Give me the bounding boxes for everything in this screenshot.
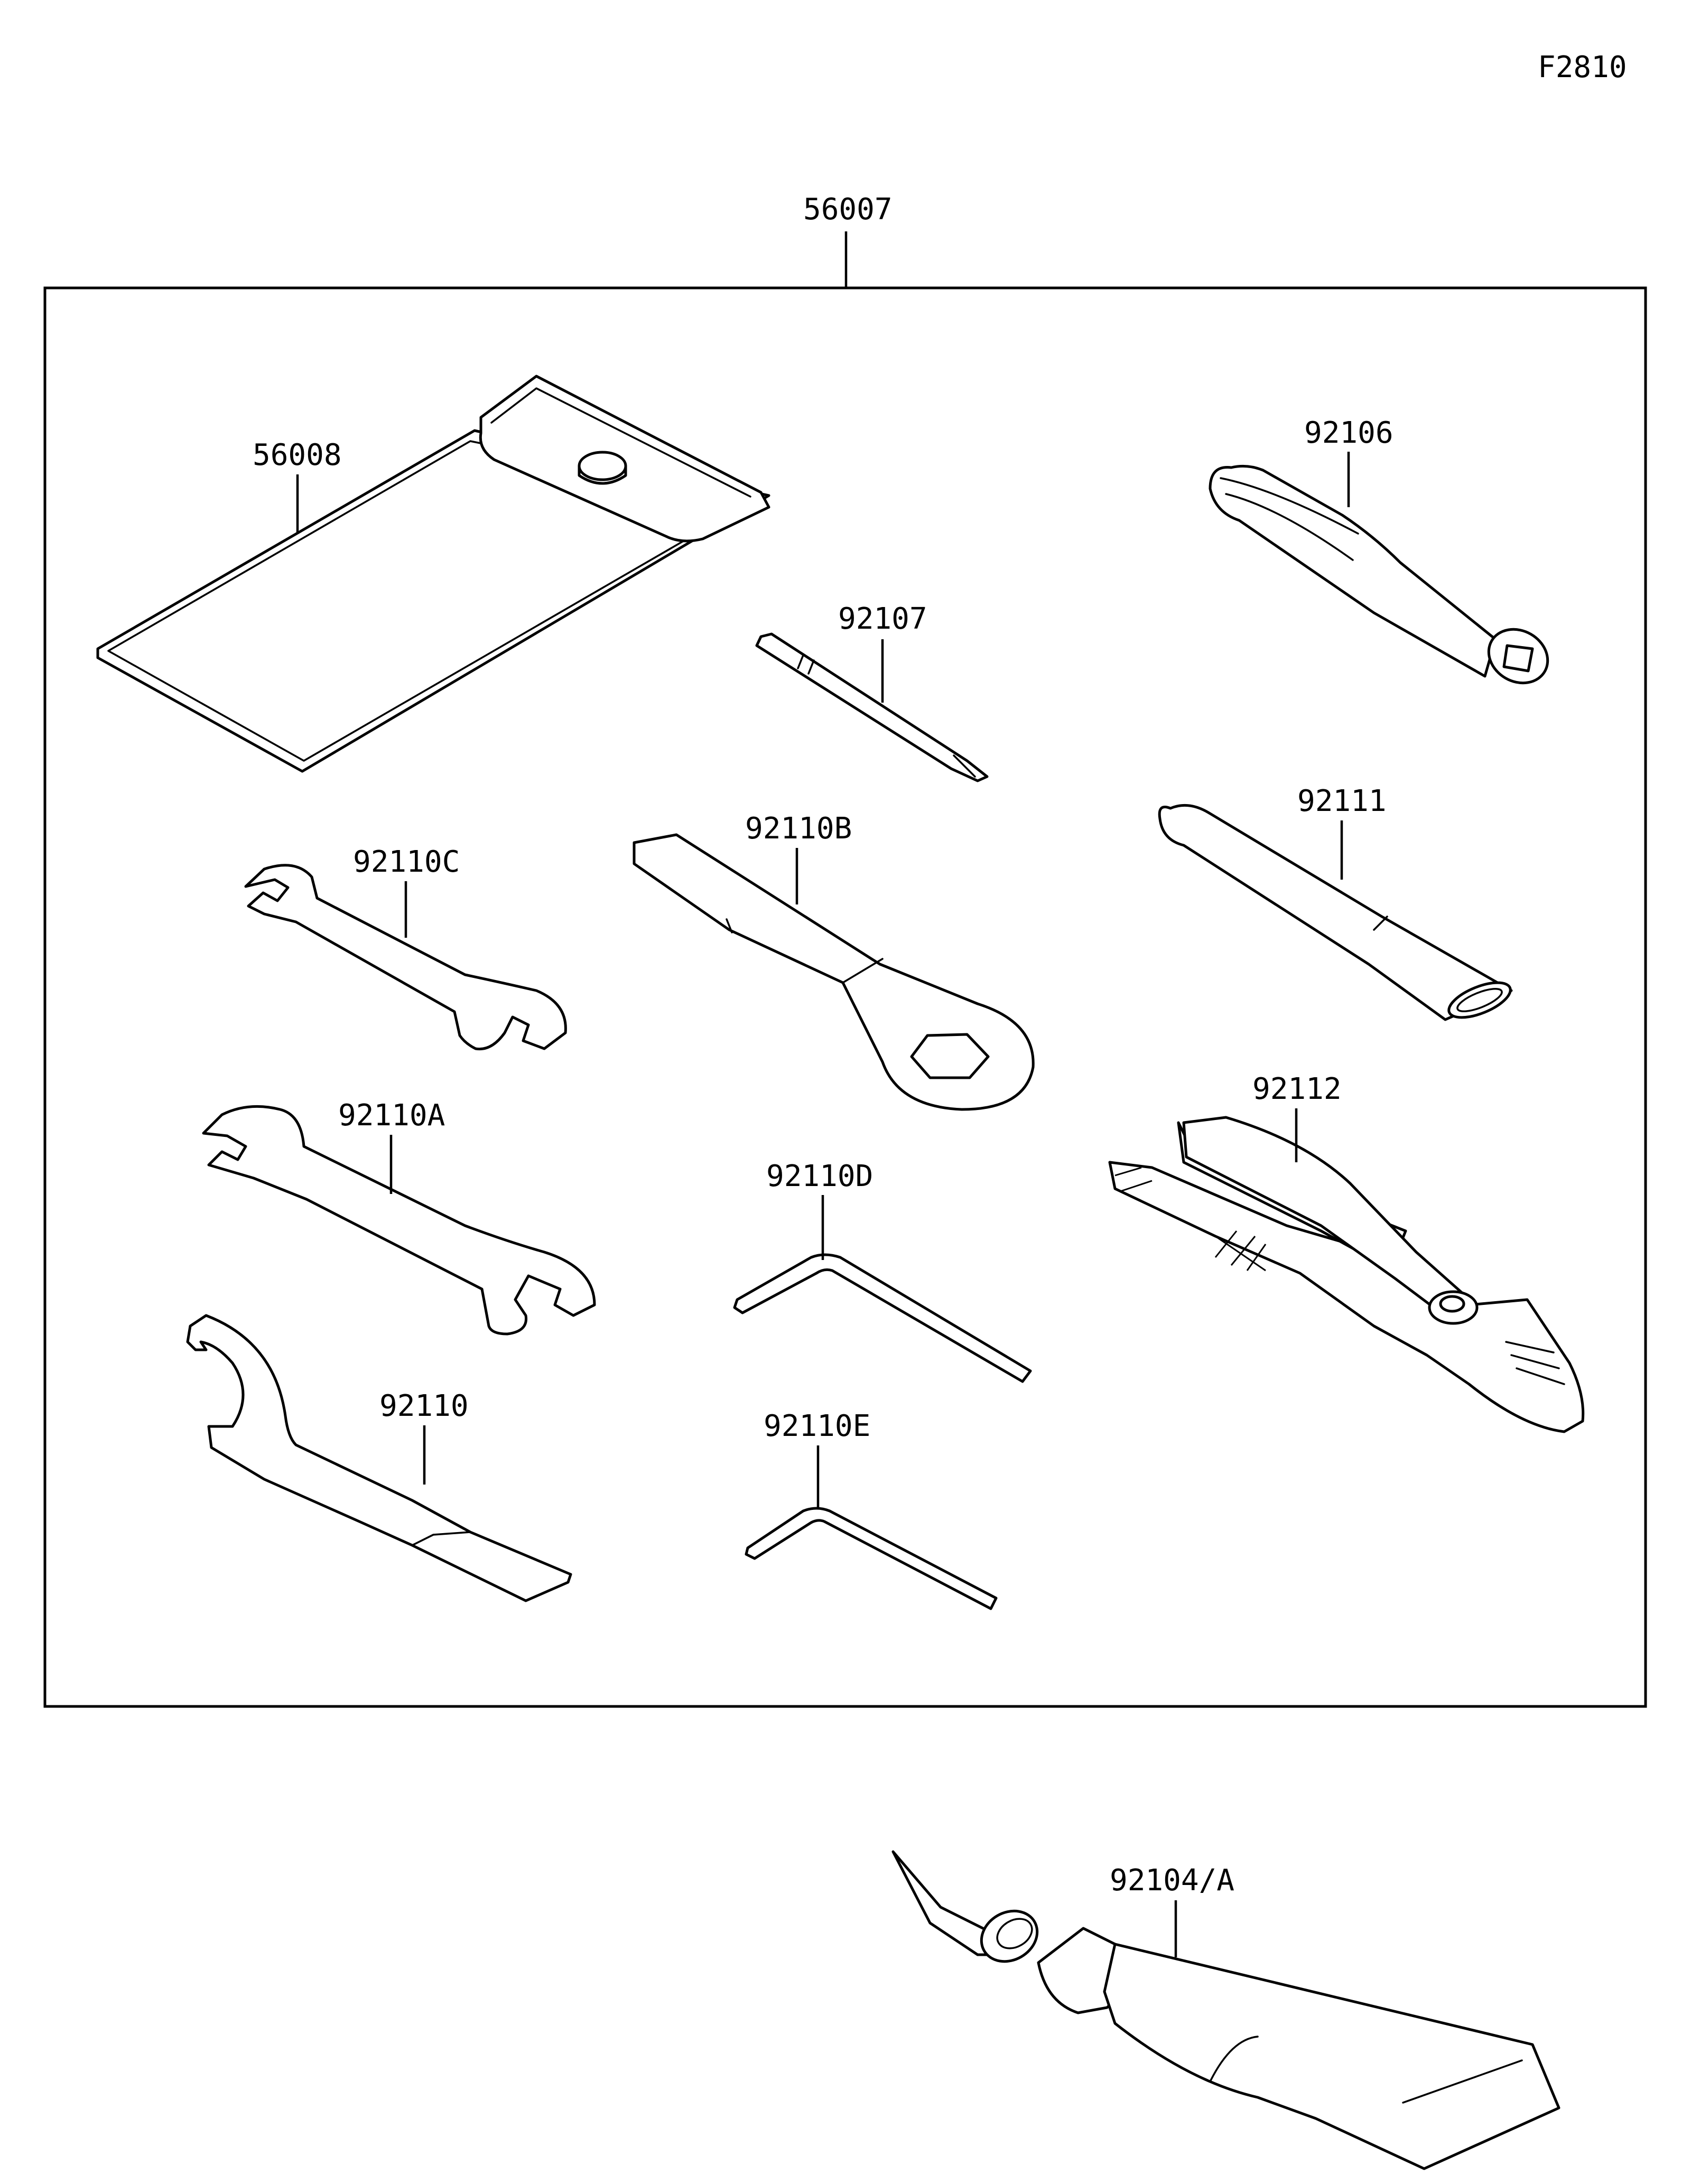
part-label-92110D: 92110D xyxy=(766,1159,873,1193)
part-label-92107: 92107 xyxy=(838,602,927,636)
extension-bar-icon[interactable] xyxy=(1158,804,1515,1024)
part-label-92111: 92111 xyxy=(1297,784,1387,818)
hex-key-small-icon[interactable] xyxy=(745,1507,998,1610)
part-label-92110: 92110 xyxy=(379,1389,469,1423)
part-label-92110B: 92110B xyxy=(745,811,852,846)
part-label-56008: 56008 xyxy=(253,438,342,472)
open-wrench-icon[interactable] xyxy=(202,1105,596,1336)
grease-tube-icon[interactable] xyxy=(891,1850,1560,2170)
pliers-icon[interactable] xyxy=(1108,1116,1585,1433)
small-open-wrench-icon[interactable] xyxy=(244,864,567,1051)
part-label-92110C: 92110C xyxy=(353,845,460,879)
part-label-92112: 92112 xyxy=(1252,1072,1342,1106)
part-label-92106: 92106 xyxy=(1304,416,1393,450)
kit-frame xyxy=(43,286,1647,1708)
ring-spanner-icon[interactable] xyxy=(633,833,1035,1111)
hex-key-large-icon[interactable] xyxy=(733,1253,1032,1383)
screwdriver-handle-icon[interactable] xyxy=(1209,464,1557,693)
c-spanner-icon[interactable] xyxy=(186,1314,572,1602)
screwdriver-bit-icon[interactable] xyxy=(755,632,989,782)
part-label-92110E: 92110E xyxy=(764,1409,870,1443)
kit-part-number: 56007 xyxy=(803,192,893,227)
part-label-92110A: 92110A xyxy=(338,1098,445,1133)
figure-id: F2810 xyxy=(1538,50,1627,85)
part-label-92104A: 92104/A xyxy=(1110,1863,1234,1898)
tool-bag-icon[interactable] xyxy=(96,375,770,773)
